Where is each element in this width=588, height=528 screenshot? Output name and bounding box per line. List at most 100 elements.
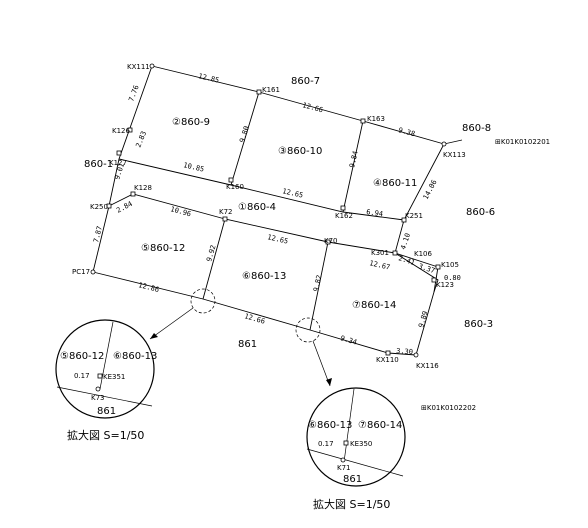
detail-right-point2: K71 (337, 464, 351, 472)
label-k161: K161 (262, 86, 280, 94)
leader-right (312, 340, 331, 387)
detail-right-lot-b: ⑦860-14 (358, 420, 402, 431)
label-k127: K127 (109, 159, 127, 167)
dim-label: 10.96 (169, 205, 191, 218)
detail-right-marker-k71 (340, 457, 346, 463)
marker-k161 (256, 89, 262, 95)
label-k162: K162 (335, 212, 353, 220)
neighbor-860-6: 860-6 (466, 207, 495, 218)
marker-kx111 (149, 63, 155, 69)
divider-lot2-lot3 (230, 91, 260, 186)
dim-label: 3.30 (396, 347, 413, 356)
detail-left-offset: 0.17 (74, 372, 90, 380)
detail-left-point: KE351 (103, 373, 125, 381)
label-k72: K72 (219, 208, 233, 216)
point-labels: KX111 K161 K163 KX113 K126 K127 K160 K16… (72, 63, 466, 370)
detail-right: ⑥860-13 ⑦860-14 0.17 KE350 K71 861 (306, 387, 406, 487)
marker-k163 (360, 118, 366, 124)
leader-left (149, 307, 194, 340)
marker-k128 (130, 191, 136, 197)
dim-label: 9.38 (397, 126, 415, 138)
marker-pc17 (90, 269, 96, 275)
marker-k123 (431, 277, 437, 283)
detail-left-marker-ke351 (97, 373, 103, 379)
label-k163: K163 (367, 115, 385, 123)
neighbor-labels: 860-7 860-8 860-1 860-6 860-3 861 (84, 76, 495, 350)
dim-label: 9.34 (339, 334, 357, 346)
detail-left-road-line (56, 386, 153, 407)
dim-label: 12.67 (369, 259, 391, 272)
detail-right-caption: 拡大図 S=1/50 (313, 497, 390, 511)
neighbor-860-7: 860-7 (291, 76, 320, 87)
dim-label: 7.76 (127, 84, 140, 103)
callout-circle-left (190, 288, 216, 314)
label-kx113: KX113 (443, 151, 466, 159)
lot-860-4: ①860-4 (238, 202, 276, 213)
dim-label: 0.80 (444, 274, 461, 282)
detail-left-lot-b: ⑥860-13 (113, 351, 157, 362)
leader-left-arrowhead (150, 333, 158, 339)
label-k160: K160 (226, 183, 244, 191)
line-lot1-top (118, 158, 405, 221)
detail-right-point: KE350 (350, 440, 372, 448)
lot-860-11: ④860-11 (373, 178, 417, 189)
detail-left: ⑤860-12 ⑥860-13 0.17 KE351 K73 861 (55, 319, 157, 419)
detail-left-marker-k73 (95, 386, 101, 392)
dim-label: 4.10 (399, 232, 412, 251)
neighbor-860-8: 860-8 (462, 123, 491, 134)
marker-k105 (435, 264, 441, 270)
lot-boundaries (92, 65, 463, 356)
lot-860-10: ③860-10 (278, 146, 322, 157)
marker-k127 (116, 150, 122, 156)
dim-label: 6.94 (366, 208, 384, 218)
dim-label: 9.89 (417, 310, 429, 328)
marker-k160 (228, 177, 234, 183)
lot-860-14: ⑦860-14 (352, 300, 396, 311)
lot-860-12: ⑤860-12 (141, 243, 185, 254)
label-k123: K123 (436, 281, 454, 289)
label-k250: K250 (90, 203, 108, 211)
dim-label: 2.83 (134, 130, 148, 149)
dim-label: 12.86 (138, 281, 160, 294)
lot-860-9: ②860-9 (172, 117, 210, 128)
dim-label: 12.66 (301, 101, 323, 114)
dim-label: 9.82 (312, 274, 323, 292)
divider-lot6-lot7 (309, 241, 329, 331)
marker-k72 (222, 216, 228, 222)
marker-kx110 (385, 350, 391, 356)
detail-right-lot-a: ⑥860-13 (308, 420, 352, 431)
boundary-right (394, 143, 445, 356)
neighbor-861: 861 (238, 339, 257, 350)
dim-label: 9.80 (238, 125, 251, 143)
lot-labels: ①860-4 ②860-9 ③860-10 ④860-11 ⑤860-12 ⑥8… (141, 117, 417, 311)
detail-right-road-line (306, 448, 404, 477)
label-kx110: KX110 (376, 356, 399, 364)
dim-label: 7.87 (92, 225, 104, 243)
callout-circle-right (295, 317, 321, 343)
detail-left-lot-a: ⑤860-12 (60, 351, 104, 362)
marker-k70 (325, 239, 331, 245)
detail-left-point2: K73 (91, 394, 105, 402)
label-kx116: KX116 (416, 362, 439, 370)
label-k301: K301 (371, 249, 389, 257)
label-k106: K106 (414, 250, 432, 258)
label-kx111: KX111 (127, 63, 150, 71)
divider-lot3-lot4 (342, 120, 364, 213)
boundary-left-lower (92, 205, 110, 273)
detail-right-offset: 0.17 (318, 440, 334, 448)
sheet-ref-1: ⊞K01K0102201 (495, 138, 550, 146)
dim-label: 12.85 (198, 72, 220, 85)
marker-kx116 (413, 352, 419, 358)
marker-k251 (401, 217, 407, 223)
dim-label: 10.85 (183, 161, 205, 174)
label-k105: K105 (441, 261, 459, 269)
detail-right-road: 861 (343, 474, 362, 485)
divider-lot5-lot6 (202, 218, 226, 300)
marker-k301 (392, 250, 398, 256)
neighbor-860-3: 860-3 (464, 319, 493, 330)
label-k126: K126 (112, 127, 130, 135)
label-k251: K251 (405, 212, 423, 220)
detail-left-frame (55, 319, 155, 419)
leader-right-arrowhead (326, 378, 332, 386)
